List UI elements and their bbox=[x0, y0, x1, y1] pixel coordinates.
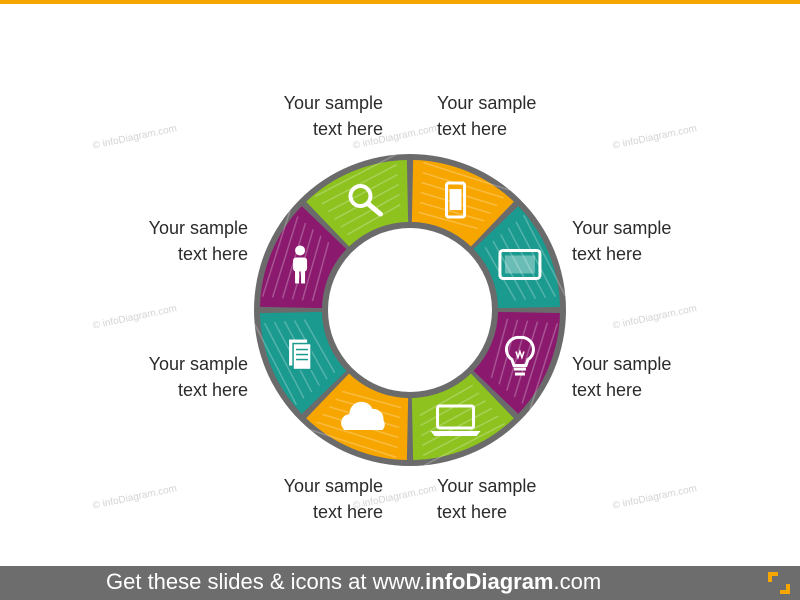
sketch-hatch bbox=[301, 235, 322, 301]
sketch-hatch bbox=[515, 221, 557, 298]
infodiagram-logo-icon bbox=[768, 572, 790, 594]
sketch-hatch bbox=[341, 390, 402, 409]
sketch-hatch bbox=[314, 153, 397, 197]
sketch-hatch bbox=[346, 203, 401, 236]
ring-center bbox=[328, 228, 492, 392]
footer-text: Get these slides & icons at www.infoDiag… bbox=[106, 569, 602, 594]
sketch-hatch bbox=[261, 209, 291, 297]
sketch-hatch bbox=[303, 319, 336, 374]
ring-segment-8 bbox=[306, 160, 409, 247]
sketch-hatch bbox=[422, 171, 504, 199]
sketch-hatch bbox=[421, 399, 486, 437]
sketch-hatch bbox=[340, 193, 400, 228]
sketch-hatch bbox=[327, 173, 399, 213]
sketch-hatch bbox=[418, 211, 479, 230]
sketch-hatch bbox=[529, 323, 559, 411]
laptop-icon bbox=[430, 404, 481, 436]
sketch-hatch bbox=[311, 241, 330, 302]
sketch-hatch bbox=[423, 161, 511, 191]
sketch-hatch bbox=[513, 321, 539, 398]
sketch-hatch bbox=[521, 322, 549, 404]
sketch-hatch bbox=[263, 322, 305, 399]
ring-segment-4 bbox=[411, 373, 514, 460]
sketch-hatch bbox=[523, 214, 567, 297]
lightbulb-icon bbox=[504, 336, 535, 376]
sketch-hatch bbox=[419, 201, 485, 222]
ring-segment-3 bbox=[473, 311, 560, 414]
sketch-hatch bbox=[316, 421, 398, 449]
cloud-icon bbox=[341, 401, 385, 430]
sketch-hatch bbox=[253, 323, 297, 406]
sketch-hatch bbox=[507, 227, 547, 299]
sketch-hatch bbox=[419, 384, 474, 417]
sketch-hatch bbox=[271, 216, 299, 298]
ring-segment-7 bbox=[260, 206, 347, 309]
smartphone-icon bbox=[445, 181, 467, 219]
ring-segment-2 bbox=[473, 206, 560, 309]
sketch-hatch bbox=[498, 319, 519, 385]
ring-segment-1 bbox=[411, 160, 514, 247]
sketch-hatch bbox=[309, 429, 397, 459]
sketch-hatch bbox=[492, 240, 527, 300]
sketch-hatch bbox=[499, 234, 537, 299]
footer-banner: Get these slides & icons at www.infoDiag… bbox=[0, 566, 800, 600]
sketch-hatch bbox=[490, 318, 509, 379]
sketch-hatch bbox=[423, 423, 506, 467]
sketch-hatch bbox=[420, 392, 480, 427]
top-accent-bar bbox=[0, 0, 800, 4]
document-icon bbox=[289, 339, 312, 371]
tablet-icon bbox=[498, 248, 542, 280]
person-icon bbox=[293, 245, 308, 284]
magnifier-icon bbox=[348, 184, 383, 217]
